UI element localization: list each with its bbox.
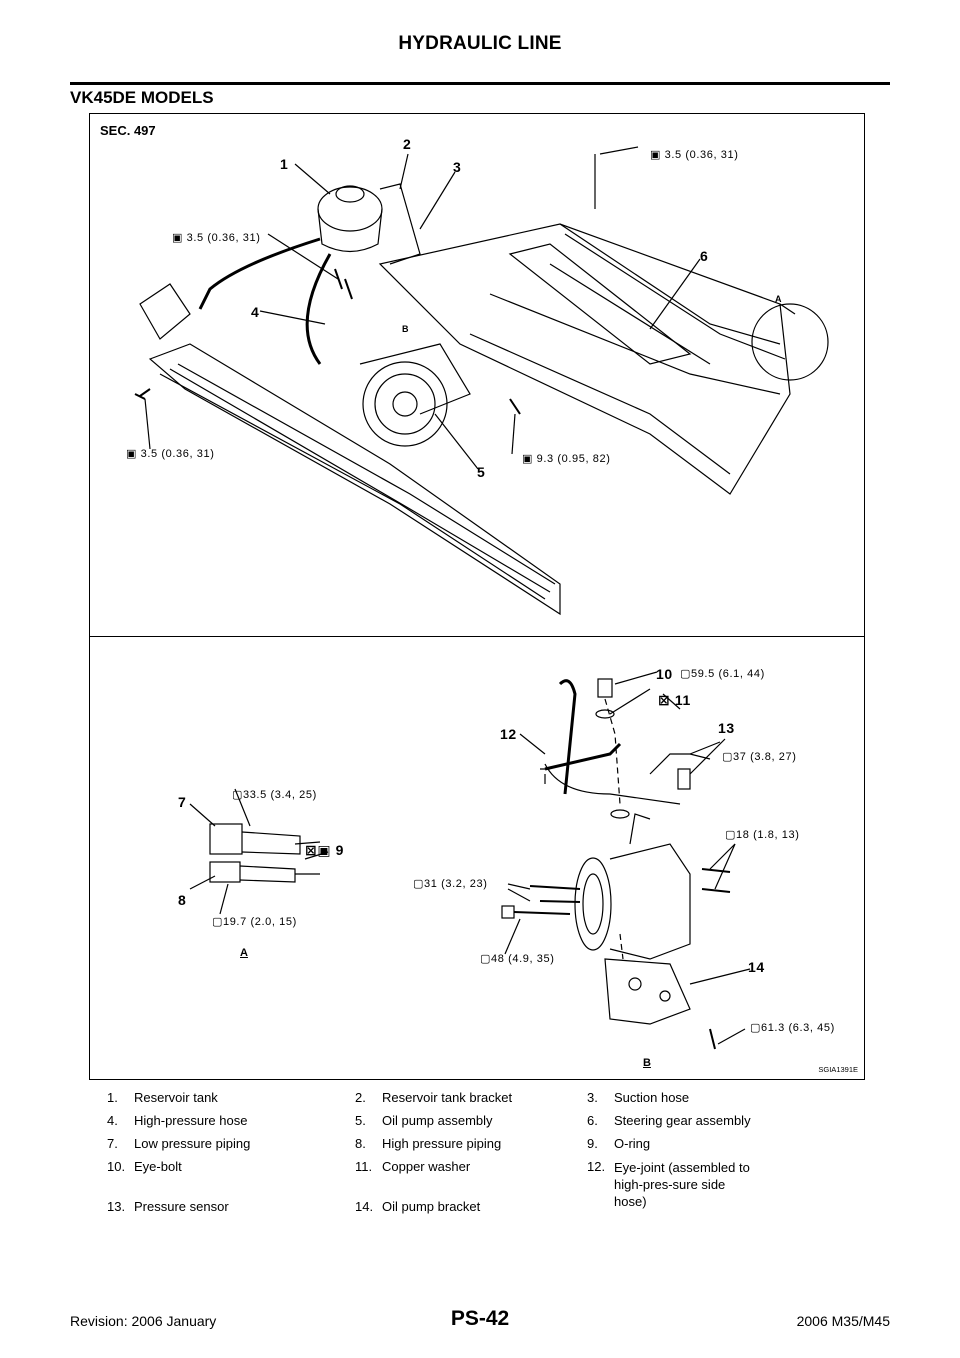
detail-circle-a xyxy=(751,303,829,381)
page-header-title: HYDRAULIC LINE xyxy=(398,33,562,54)
legend-item: 9.O-ring xyxy=(587,1136,651,1151)
subframe xyxy=(378,223,791,495)
hydraulic-line-diagram xyxy=(134,146,829,1050)
torque-spec-12: ▢61.3 (6.3, 45) xyxy=(750,1022,835,1034)
legend-item: 14.Oil pump bracket xyxy=(355,1199,481,1214)
callout-5: 5 xyxy=(477,464,486,480)
legend-item: 5.Oil pump assembly xyxy=(355,1113,493,1128)
pump-pulley-lower xyxy=(574,857,612,951)
callout-13: 13 xyxy=(718,720,735,736)
legend-item: 11.Copper washer xyxy=(355,1159,471,1174)
legend-row: 7.Low pressure piping 8.High pressure pi… xyxy=(107,1136,867,1159)
torque-spec-3: ▣ 3.5 (0.36, 31) xyxy=(126,448,215,460)
callout-9: ⊠▣ 9 xyxy=(305,842,345,858)
figure-id: SGIA1391E xyxy=(818,1065,858,1074)
figure-frame: SEC. 497 xyxy=(89,113,865,1080)
torque-spec-8: ▢18 (1.8, 13) xyxy=(725,829,800,841)
footer-page-number: PS-42 xyxy=(450,1307,510,1330)
high-pressure-hose xyxy=(305,253,332,365)
low-pressure-fitting xyxy=(209,823,243,855)
legend-item: 2.Reservoir tank bracket xyxy=(355,1090,513,1105)
legend-item: 7.Low pressure piping xyxy=(107,1136,251,1151)
legend-item: 8.High pressure piping xyxy=(355,1136,502,1151)
footer-revision: Revision: 2006 January xyxy=(70,1313,217,1329)
callout-10: 10 xyxy=(656,666,673,682)
sec-label: SEC. 497 xyxy=(100,123,156,138)
eye-bolt xyxy=(597,678,613,698)
legend-item: 4.High-pressure hose xyxy=(107,1113,248,1128)
view-label-b: B xyxy=(643,1057,651,1069)
legend-item: 10.Eye-bolt xyxy=(107,1159,182,1174)
view-label-a: A xyxy=(240,947,248,959)
figure-divider xyxy=(90,636,864,637)
torque-spec-7: ▢33.5 (3.4, 25) xyxy=(232,789,317,801)
torque-spec-9: ▢31 (3.2, 23) xyxy=(413,878,488,890)
legend-item: 6.Steering gear assembly xyxy=(587,1113,751,1128)
legend-row: 4.High-pressure hose 5.Oil pump assembly… xyxy=(107,1113,867,1136)
detail-ref-b: B xyxy=(402,324,410,334)
footer-model: 2006 M35/M45 xyxy=(796,1313,890,1329)
hp-hose-lower xyxy=(558,679,577,795)
copper-washer xyxy=(595,709,615,719)
crossmember xyxy=(148,343,561,616)
callout-3: 3 xyxy=(453,159,462,175)
callout-7: 7 xyxy=(178,794,187,810)
steering-gear xyxy=(508,243,692,365)
legend-item: 12.Eye-joint (assembled to high-pres-sur… xyxy=(587,1159,750,1209)
callout-14: 14 xyxy=(748,959,765,975)
callout-1: 1 xyxy=(280,156,289,172)
callout-11: ⊠ 11 xyxy=(658,692,691,708)
pump-bracket xyxy=(604,958,691,1025)
torque-spec-10: ▢19.7 (2.0, 15) xyxy=(212,916,297,928)
oil-pump-pulley xyxy=(362,361,448,447)
torque-spec-5: ▢59.5 (6.1, 44) xyxy=(680,668,765,680)
legend-item: 13.Pressure sensor xyxy=(107,1199,229,1214)
section-title: VK45DE MODELS xyxy=(70,88,214,107)
torque-spec-1: ▣ 3.5 (0.36, 31) xyxy=(650,149,739,161)
callout-4: 4 xyxy=(251,304,260,320)
callout-8: 8 xyxy=(178,892,187,908)
high-pressure-fitting xyxy=(209,861,241,883)
header-rule xyxy=(70,82,890,85)
torque-spec-11: ▢48 (4.9, 35) xyxy=(480,953,555,965)
callout-12: 12 xyxy=(500,726,517,742)
parts-legend: 1.Reservoir tank 2.Reservoir tank bracke… xyxy=(107,1090,867,1222)
legend-row: 10.Eye-bolt 11.Copper washer 12.Eye-join… xyxy=(107,1159,867,1209)
detail-ref-a: A xyxy=(775,294,783,304)
legend-row: 1.Reservoir tank 2.Reservoir tank bracke… xyxy=(107,1090,867,1113)
torque-spec-2: ▣ 3.5 (0.36, 31) xyxy=(172,232,261,244)
callout-6: 6 xyxy=(700,248,709,264)
torque-spec-6: ▢37 (3.8, 27) xyxy=(722,751,797,763)
legend-item: 1.Reservoir tank xyxy=(107,1090,218,1105)
suction-hose xyxy=(198,237,321,310)
legend-row: 13.Pressure sensor 14.Oil pump bracket xyxy=(107,1199,867,1222)
torque-spec-4: ▣ 9.3 (0.95, 82) xyxy=(522,453,611,465)
reservoir-tank xyxy=(317,186,383,232)
callout-2: 2 xyxy=(403,136,412,152)
legend-item: 3.Suction hose xyxy=(587,1090,690,1105)
